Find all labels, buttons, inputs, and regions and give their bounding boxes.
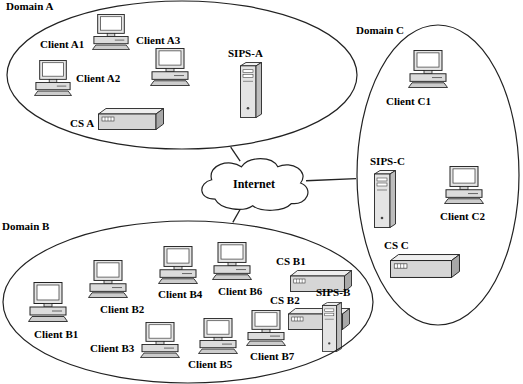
sip-server: SIPS-C — [370, 155, 407, 228]
computer-icon — [28, 282, 68, 322]
device-label: Client A3 — [136, 34, 180, 47]
domain-label: Domain B — [2, 220, 49, 233]
client-computer: Client A3 — [136, 34, 190, 86]
client-computer: Client B1 — [28, 282, 81, 341]
sip-server: SIPS-A — [228, 47, 265, 118]
device-label: Client B1 — [34, 328, 78, 341]
domain-ellipse — [357, 25, 519, 325]
device-label: Client B5 — [188, 358, 232, 371]
domain-label: Domain C — [356, 24, 404, 37]
computer-icon — [444, 166, 484, 204]
server-icon — [374, 170, 396, 228]
sip-server: SIPS-B — [316, 286, 353, 352]
switch-icon — [390, 254, 460, 278]
client-computer: Client A1 — [40, 14, 130, 51]
domain-region: Client B1 Client B2 Client B3 Client B4 Clie… — [2, 220, 374, 384]
device-label: Client C1 — [386, 95, 431, 108]
device-label: Client C2 — [440, 210, 485, 223]
computer-icon — [198, 318, 238, 354]
icon-symbol — [92, 14, 129, 49]
server-icon — [322, 302, 342, 352]
cloud-path — [202, 159, 308, 211]
network-link — [231, 147, 240, 161]
internet-cloud: Internet — [198, 156, 312, 210]
device-label: Client B6 — [218, 285, 262, 298]
icon-symbol — [241, 62, 262, 117]
icon-symbol — [375, 171, 396, 228]
device-label: CS B1 — [276, 255, 306, 268]
cs-device: CS A — [70, 108, 164, 130]
device-label: Client B7 — [250, 350, 294, 363]
device-label: Client A1 — [40, 38, 84, 51]
client-computer: Client B3 — [90, 322, 180, 358]
client-computer: Client A2 — [34, 60, 123, 96]
computer-icon — [140, 322, 180, 358]
cloud-label: Internet — [233, 178, 275, 191]
device-label: Client B4 — [158, 288, 202, 301]
domain-region: Client C1 SIPS-C Client C2 CS C Domain C — [356, 24, 520, 326]
computer-icon — [150, 48, 190, 86]
icon-symbol — [213, 242, 252, 279]
icon-symbol — [247, 310, 286, 345]
device-label: SIPS-C — [370, 155, 405, 168]
device-label: Client B2 — [100, 303, 144, 316]
network-link — [306, 179, 356, 181]
server-icon — [240, 62, 262, 118]
icon-symbol — [159, 246, 198, 283]
icon-symbol — [29, 283, 68, 322]
device-label: Client B3 — [90, 342, 134, 355]
icon-symbol — [151, 48, 190, 85]
domain-outline — [356, 24, 520, 326]
client-computer: Client B6 — [212, 242, 265, 298]
switch-icon — [98, 108, 164, 130]
device-label: CS B2 — [270, 294, 300, 307]
computer-icon — [92, 14, 130, 50]
computer-icon — [158, 246, 198, 284]
device-label: SIPS-A — [228, 47, 263, 60]
computer-icon — [88, 260, 128, 298]
client-computer: Client B5 — [188, 318, 238, 371]
device-label: SIPS-B — [316, 286, 350, 299]
device-label: Client A2 — [76, 72, 120, 85]
icon-symbol — [445, 166, 484, 203]
client-computer: Client B2 — [88, 260, 147, 316]
domain-ellipse — [7, 1, 357, 149]
client-computer: Client B4 — [158, 246, 205, 301]
client-computer: Client C2 — [440, 166, 487, 223]
computer-icon — [34, 60, 72, 96]
icon-symbol — [34, 60, 71, 95]
device-label: CS C — [384, 239, 409, 252]
icon-symbol — [199, 318, 238, 353]
icon-symbol — [141, 322, 180, 357]
icon-symbol — [322, 302, 341, 351]
icon-symbol — [99, 109, 164, 130]
device-label: CS A — [70, 117, 94, 130]
computer-icon — [212, 242, 252, 280]
domain-label: Domain A — [6, 0, 53, 13]
computer-icon — [246, 310, 286, 346]
cs-device: CS C — [384, 239, 460, 278]
computer-icon — [408, 50, 448, 88]
client-computer: Client C1 — [386, 50, 448, 108]
icon-symbol — [391, 255, 460, 278]
domain-outline — [6, 0, 358, 150]
domain-region: Client A1 Client A2 Client A3 SIPS-A CS A Dom… — [6, 0, 358, 150]
icon-symbol — [89, 260, 128, 297]
icon-symbol — [409, 50, 448, 87]
domain-ellipse — [3, 221, 373, 383]
